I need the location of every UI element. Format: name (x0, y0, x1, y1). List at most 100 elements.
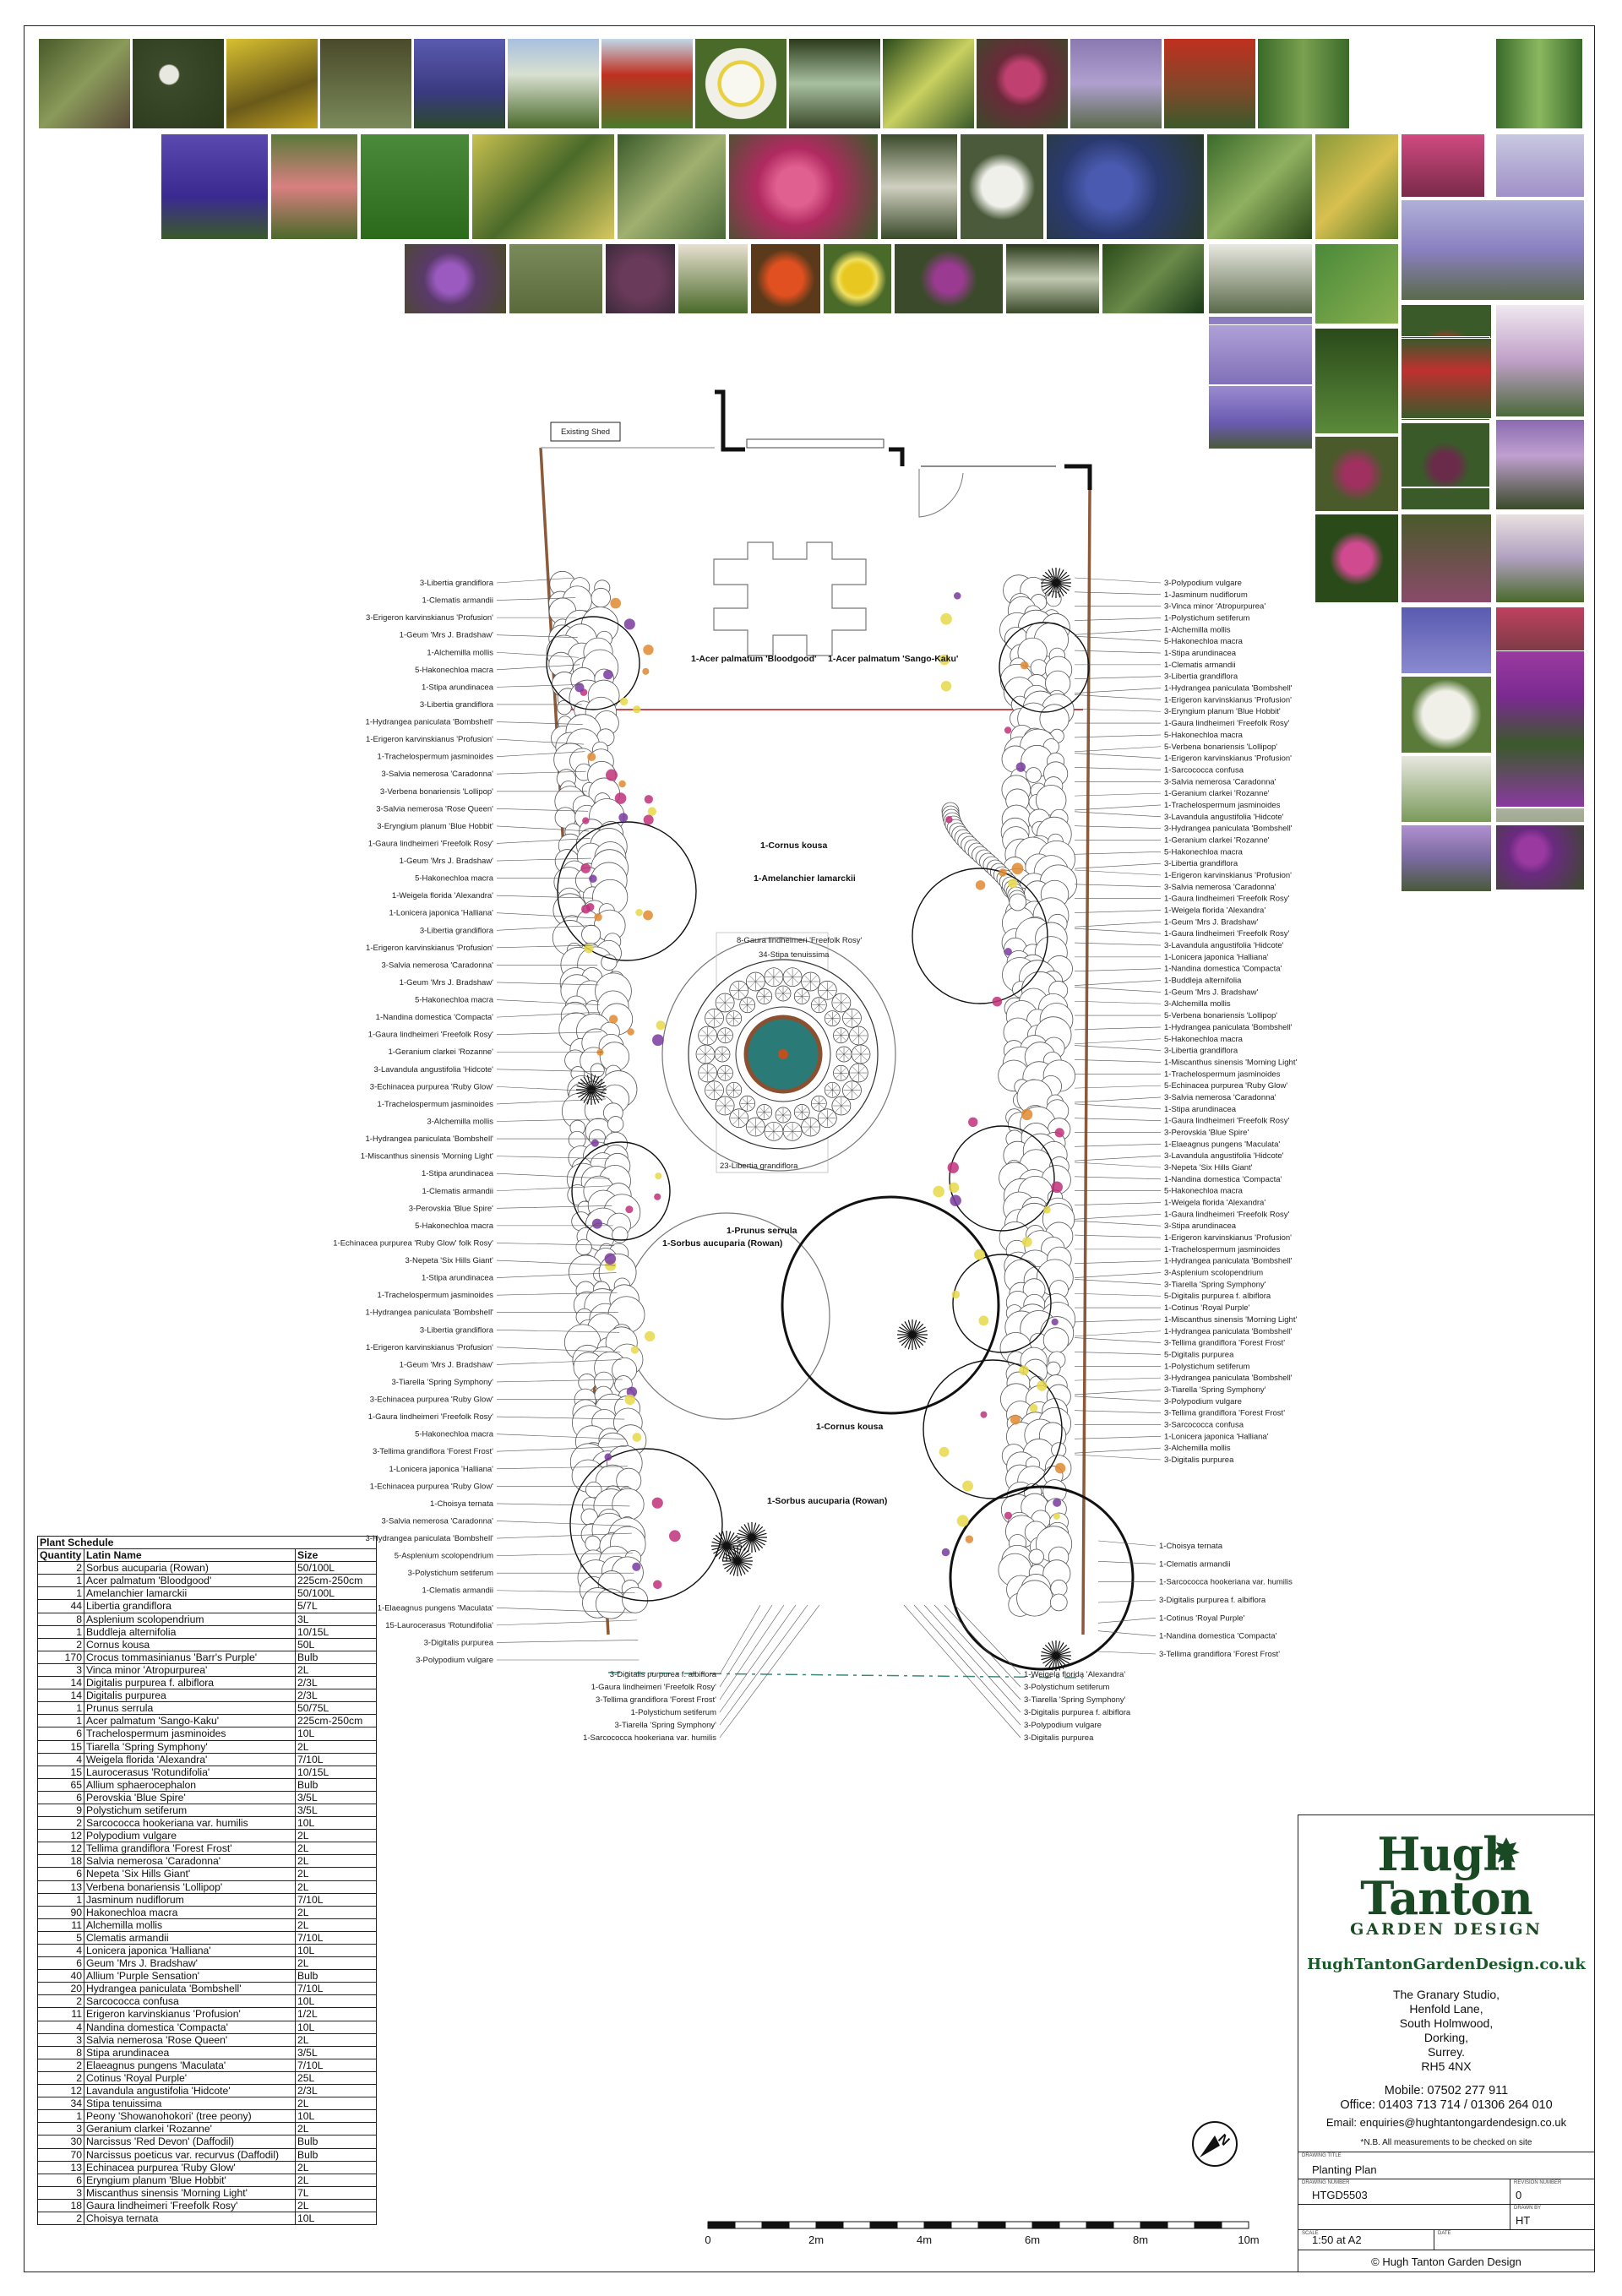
plant-photo (507, 38, 600, 129)
plant-photo (976, 38, 1069, 129)
plant-photo (1495, 514, 1585, 603)
plant-label: 3-Alchemilla mollis (427, 1118, 493, 1127)
plant-label: 1-Hydrangea paniculata 'Bombshell' (1164, 1023, 1293, 1032)
plant-label: 3-Verbena bonariensis 'Lollipop' (380, 787, 493, 797)
schedule-quantity: 34 (37, 2097, 84, 2111)
plant-label: 3-Alchemilla mollis (1164, 1444, 1231, 1453)
plant-label: 1-Geum 'Mrs J. Bradshaw' (1164, 917, 1259, 927)
address-line: South Holmwood, (1399, 2016, 1494, 2030)
plant-photo (1314, 328, 1399, 434)
schedule-quantity: 30 (37, 2135, 84, 2149)
schedule-size: 2L (295, 1854, 377, 1869)
schedule-size: 2L (295, 1842, 377, 1856)
schedule-size: 7/10L (295, 1752, 377, 1766)
plant-label: 1-Weigela florida 'Alexandra' (1164, 906, 1265, 916)
plant-label: 1-Weigela florida 'Alexandra' (1024, 1670, 1125, 1679)
plant-photo (413, 38, 506, 129)
schedule-latin-name: Narcissus 'Red Devon' (Daffodil) (84, 2135, 296, 2149)
revision-number: 0 (1516, 2189, 1522, 2201)
plant-label: 1-Trachelospermum jasminoides (378, 753, 494, 762)
label-prunus-serrula: 1-Prunus serrula (727, 1226, 797, 1236)
plant-label: 3-Tiarella 'Spring Symphony' (392, 1378, 494, 1387)
plant-label: 3-Echinacea purpurea 'Ruby Glow' (370, 1082, 493, 1091)
plant-label: 3-Hydrangea paniculata 'Bombshell' (1164, 824, 1293, 834)
plant-label: 3-Polypodium vulgare (1164, 1397, 1242, 1406)
plant-label: 3-Libertia grandiflora (420, 1325, 494, 1335)
plant-photo (38, 38, 131, 129)
schedule-size: 10L (295, 1727, 377, 1741)
schedule-size: 7L (295, 2185, 377, 2200)
plant-photo (1314, 436, 1399, 512)
plant-photo (1495, 133, 1585, 198)
plant-photo (471, 133, 615, 240)
plant-label: 3-Alchemilla mollis (1164, 999, 1231, 1009)
schedule-size: 2L (295, 2097, 377, 2111)
plant-schedule-table: Plant Schedule Quantity Latin Name Size … (37, 1535, 377, 2226)
plant-label: 5-Hakonechloa macra (1164, 847, 1244, 857)
plant-label: 3-Salvia nemerosa 'Caradonna' (1164, 883, 1276, 892)
schedule-size: 2L (295, 1829, 377, 1843)
plant-label: 1-Hydrangea paniculata 'Bombshell' (366, 718, 494, 727)
schedule-latin-name: Vinca minor 'Atropurpurea' (84, 1662, 296, 1678)
schedule-size: 10/15L (295, 1765, 377, 1779)
schedule-quantity: 2 (37, 2211, 84, 2226)
plant-label: 3-Salvia nemerosa 'Rose Queen' (376, 804, 493, 813)
address-line: Dorking, (1423, 2031, 1469, 2044)
plant-label: 1-Nandina domestica 'Compacta' (376, 1013, 494, 1022)
plant-photo (1401, 607, 1492, 674)
plant-photo (1495, 304, 1585, 417)
plant-label: 3-Tellima grandiflora 'Forest Frost' (1164, 1339, 1285, 1348)
plant-photo (788, 38, 881, 129)
plant-photo (1495, 892, 1585, 894)
oak-leaf-icon (1493, 1837, 1520, 1868)
schedule-quantity: 2 (37, 2058, 84, 2072)
label-sorbus-low: 1-Sorbus aucuparia (Rowan) (767, 1496, 887, 1506)
scale-tick-label: 8m (1133, 2233, 1148, 2246)
schedule-size: 50L (295, 1637, 377, 1651)
schedule-quantity: 70 (37, 2147, 84, 2162)
plant-label: 1-Erigeron karvinskianus 'Profusion' (366, 735, 493, 744)
pool-fountain (778, 1049, 788, 1059)
plant-label: 1-Alchemilla mollis (1164, 625, 1231, 634)
schedule-quantity: 14 (37, 1689, 84, 1703)
plant-label: 1-Trachelospermum jasminoides (1164, 1069, 1281, 1079)
revision-cell: REVISION NUMBER 0 (1510, 2179, 1594, 2204)
schedule-size: 3/5L (295, 1790, 377, 1804)
schedule-size: 1/2L (295, 2007, 377, 2021)
ornamental-grass-symbols (576, 568, 1071, 1671)
plant-label: 1-Lonicera japonica 'Halliana' (1164, 953, 1269, 962)
plant-label: 3-Tellima grandiflora 'Forest Frost' (1159, 1650, 1280, 1659)
address-line: Henfold Lane, (1409, 2002, 1483, 2016)
schedule-quantity: 1 (37, 2109, 84, 2124)
schedule-latin-name: Digitalis purpurea (84, 1689, 296, 1703)
plant-label: 1-Echinacea purpurea 'Ruby Glow' (370, 1482, 493, 1491)
schedule-size: Bulb (295, 1650, 377, 1664)
plant-label: 1-Clematis armandii (422, 1586, 493, 1596)
schedule-quantity: 1 (37, 1892, 84, 1907)
plant-label: 1-Trachelospermum jasminoides (378, 1100, 494, 1109)
plant-label: 1-Gaura lindheimeri 'Freefolk Rosy' (368, 839, 493, 848)
sorbus-aucuparia-canopy-low (569, 1448, 723, 1602)
schedule-quantity: 12 (37, 1842, 84, 1856)
schedule-quantity: 8 (37, 1612, 84, 1626)
schedule-latin-name: Jasminum nudiflorum (84, 1892, 296, 1907)
schedule-quantity: 90 (37, 1905, 84, 1919)
schedule-latin-name: Sarcococca hookeriana var. humilis (84, 1816, 296, 1831)
existing-shed-label: Existing Shed (561, 427, 610, 437)
